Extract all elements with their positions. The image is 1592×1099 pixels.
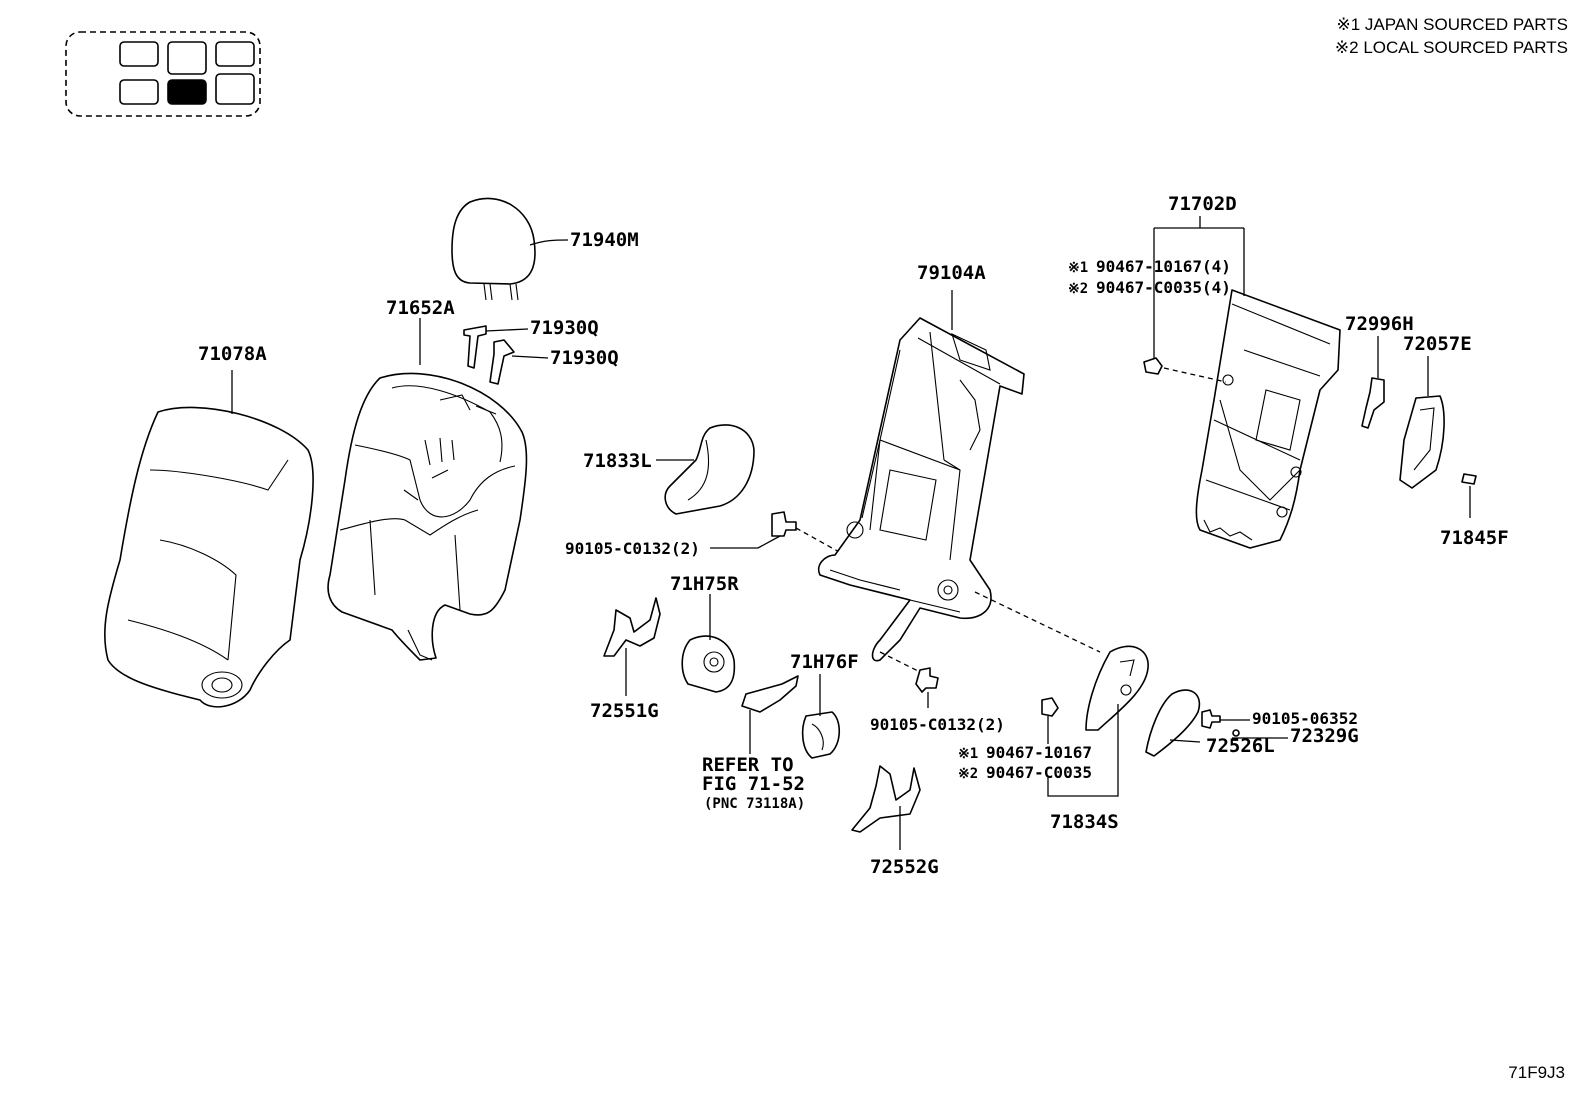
part-71833L-side-pad[interactable] — [664, 424, 755, 515]
part-71078A-seatback-cover[interactable] — [103, 406, 314, 708]
part-90105-C0132-bolt-upper[interactable] — [771, 511, 797, 537]
seat-position-locator-icon — [65, 31, 261, 117]
label-72329G: 72329G — [1290, 725, 1359, 747]
part-71940M-headrest[interactable] — [451, 197, 536, 301]
label-71940M: 71940M — [570, 229, 639, 251]
label-71702D: 71702D — [1168, 193, 1237, 215]
label-72526L: 72526L — [1206, 735, 1275, 757]
label-90467-10167-4-note: ※1 — [1068, 260, 1088, 276]
label-71H75R: 71H75R — [670, 573, 739, 595]
label-90467-10167: 90467-10167 — [986, 743, 1092, 762]
label-71834S: 71834S — [1050, 811, 1119, 833]
label-71930Q-b: 71930Q — [550, 347, 619, 369]
label-72552G: 72552G — [870, 856, 939, 878]
part-90467-clip-board[interactable] — [1143, 357, 1163, 375]
label-90105-06352: 90105-06352 — [1252, 709, 1358, 728]
label-90467-C0035: 90467-C0035 — [986, 763, 1092, 782]
part-71702D-seatback-board[interactable] — [1195, 289, 1341, 549]
label-71078A: 71078A — [198, 343, 267, 365]
refer-line-3: (PNC 73118A) — [704, 796, 805, 812]
part-71930Q-headrest-support-a[interactable] — [463, 325, 487, 369]
part-72057E-lever[interactable] — [1399, 395, 1445, 489]
label-71845F: 71845F — [1440, 527, 1509, 549]
label-71833L: 71833L — [583, 450, 652, 472]
part-72526L-handle[interactable] — [1145, 689, 1201, 757]
label-90467-C0035-note: ※2 — [958, 766, 978, 782]
label-90467-C0035-4-note: ※2 — [1068, 281, 1088, 297]
label-72996H: 72996H — [1345, 313, 1414, 335]
part-reference-bracket[interactable] — [741, 675, 799, 713]
label-79104A: 79104A — [917, 262, 986, 284]
label-71H76F: 71H76F — [790, 651, 859, 673]
refer-line-1: REFER TO — [702, 754, 794, 776]
selected-seat-marker — [167, 79, 207, 105]
part-71652A-seatback-pad[interactable] — [327, 372, 528, 661]
part-72329G-cap[interactable] — [1232, 729, 1240, 737]
label-72551G: 72551G — [590, 700, 659, 722]
part-71H75R-recliner-cover[interactable] — [681, 635, 736, 693]
label-71930Q-a: 71930Q — [530, 317, 599, 339]
label-90105-C0132-upper: 90105-C0132(2) — [565, 539, 700, 558]
label-72057E: 72057E — [1403, 333, 1472, 355]
label-90467-10167-4: 90467-10167(4) — [1096, 257, 1231, 276]
part-79104A-seatback-frame[interactable] — [817, 317, 1025, 662]
part-72996H-bracket[interactable] — [1361, 377, 1385, 429]
part-71834S-cover[interactable] — [1085, 645, 1149, 731]
label-90467-10167-note: ※1 — [958, 746, 978, 762]
label-71652A: 71652A — [386, 297, 455, 319]
part-71H76F-cover[interactable] — [801, 711, 841, 759]
part-72551G-bracket[interactable] — [603, 597, 661, 657]
legend-japan-sourced: ※1 JAPAN SOURCED PARTS — [1336, 15, 1568, 34]
part-90105-C0132-bolt-lower[interactable] — [915, 667, 939, 693]
label-90105-C0132-lower: 90105-C0132(2) — [870, 715, 1005, 734]
part-90467-clip-cover[interactable] — [1041, 697, 1059, 717]
label-90467-C0035-4: 90467-C0035(4) — [1096, 278, 1231, 297]
legend-local-sourced: ※2 LOCAL SOURCED PARTS — [1335, 38, 1568, 57]
refer-line-2: FIG 71-52 — [702, 773, 805, 795]
part-71930Q-headrest-support-b[interactable] — [489, 339, 515, 385]
part-72552G-bracket[interactable] — [851, 765, 921, 833]
figure-code: 71F9J3 — [1508, 1063, 1565, 1082]
part-71845F-cap[interactable] — [1461, 473, 1477, 485]
part-90105-06352-screw[interactable] — [1201, 709, 1221, 729]
